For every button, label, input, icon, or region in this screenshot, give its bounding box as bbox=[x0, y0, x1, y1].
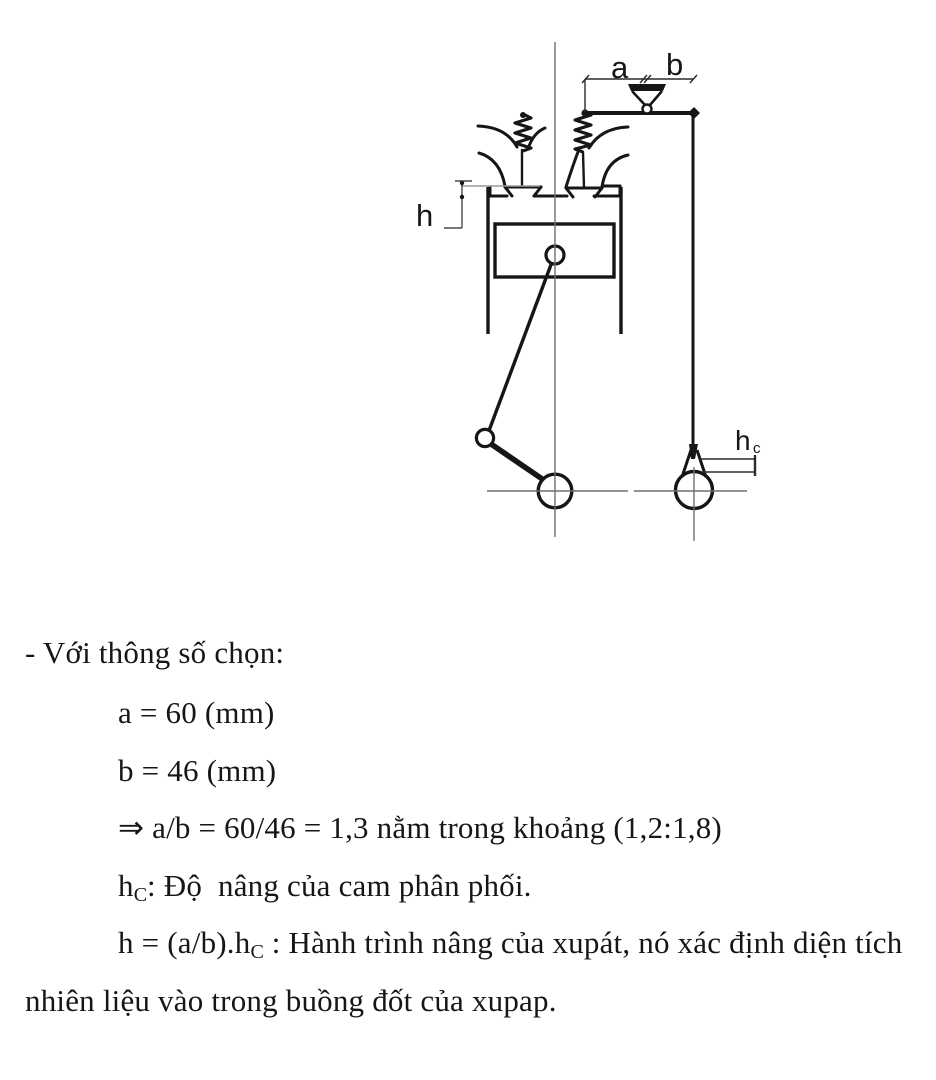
centerlines bbox=[461, 42, 747, 541]
text-line-continuation: nhiên liệu vào trong buồng đốt của xupap… bbox=[25, 982, 557, 1020]
valve-left bbox=[503, 148, 543, 198]
text-line-a-value: a = 60 (mm) bbox=[118, 694, 275, 732]
text-line-ratio: ⇒ a/b = 60/46 = 1,3 nằm trong khoảng (1,… bbox=[118, 809, 722, 847]
text-line-h-formula: h = (a/b).hC : Hành trình nâng của xupát… bbox=[118, 924, 902, 966]
text-line-ratio-content: ⇒ a/b = 60/46 = 1,3 nằm trong khoảng (1,… bbox=[118, 810, 722, 845]
label-a: a bbox=[611, 50, 629, 85]
rocker-assembly bbox=[581, 84, 700, 459]
rotating-parts bbox=[474, 244, 715, 511]
text-line-intro-content: - Với thông số chọn: bbox=[25, 635, 285, 670]
valve-springs bbox=[513, 109, 593, 154]
port-curve-inner-right bbox=[564, 150, 580, 189]
text-line-b-value: b = 46 (mm) bbox=[118, 752, 276, 790]
rocker-left-joint bbox=[581, 109, 589, 117]
h-formula-subscript: C bbox=[250, 941, 264, 963]
label-hc-sub: c bbox=[753, 440, 761, 457]
dimension-ab bbox=[581, 74, 698, 112]
text-line-intro: - Với thông số chọn: bbox=[25, 634, 284, 672]
port-curve-lower-right bbox=[600, 153, 630, 189]
text-line-a-content: a = 60 (mm) bbox=[118, 695, 275, 730]
port-curve-lower-left bbox=[477, 151, 507, 188]
text-line-hc-definition: hC: Độ nâng của cam phân phối. bbox=[118, 867, 532, 909]
port-curve-upper-right bbox=[587, 125, 630, 150]
label-hc: h c bbox=[735, 425, 761, 457]
valve-spring-left bbox=[513, 112, 533, 153]
port-curve-upper-left bbox=[476, 124, 519, 149]
text-line-b-content: b = 46 (mm) bbox=[118, 753, 277, 788]
dimension-h bbox=[444, 180, 472, 229]
rocker-fulcrum bbox=[628, 84, 666, 115]
label-hc-main: h bbox=[735, 425, 751, 456]
pushrod-foot bbox=[689, 444, 698, 459]
crank-linkage bbox=[485, 261, 554, 488]
h-formula-text: : Hành trình nâng của xupát, nó xác định… bbox=[263, 925, 903, 960]
valve-spring-left-cap bbox=[520, 112, 526, 118]
engine-valve-mechanism-diagram: a b h h c bbox=[416, 42, 761, 541]
label-b: b bbox=[666, 47, 683, 82]
h-formula: h = (a/b).h bbox=[118, 925, 251, 960]
dimension-hc bbox=[700, 455, 757, 476]
label-h: h bbox=[416, 198, 433, 233]
hc-symbol: h bbox=[118, 868, 134, 903]
hc-subscript: C bbox=[133, 884, 148, 906]
hc-definition-text: : Độ nâng của cam phân phối. bbox=[147, 868, 532, 903]
valve-spring-right bbox=[573, 109, 593, 154]
text-line-continuation-content: nhiên liệu vào trong buồng đốt của xupap… bbox=[25, 983, 557, 1018]
rod-joint bbox=[474, 427, 496, 449]
